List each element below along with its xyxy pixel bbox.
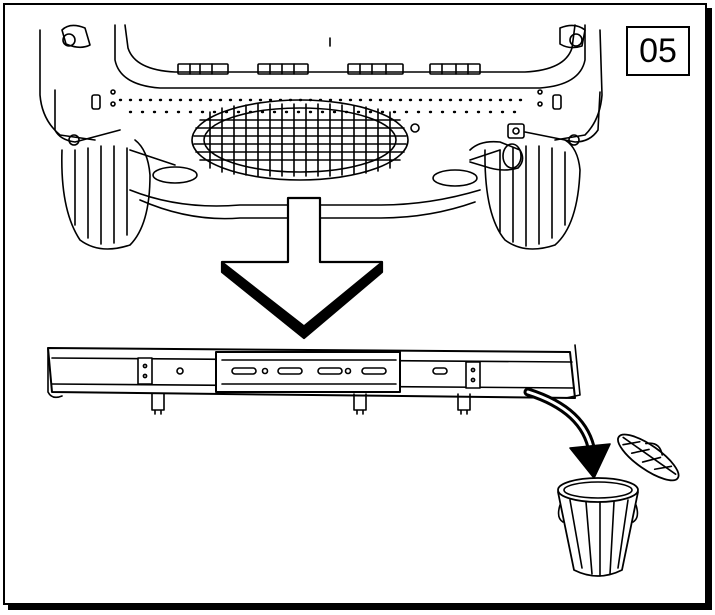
curved-arrow-icon xyxy=(523,387,611,479)
down-arrow-icon xyxy=(220,196,384,340)
trash-can-icon xyxy=(557,433,680,577)
bumper-crossbar xyxy=(47,344,581,415)
step-number: 05 xyxy=(639,32,677,70)
step-number-badge: 05 xyxy=(626,26,690,76)
instruction-panel xyxy=(3,3,707,605)
